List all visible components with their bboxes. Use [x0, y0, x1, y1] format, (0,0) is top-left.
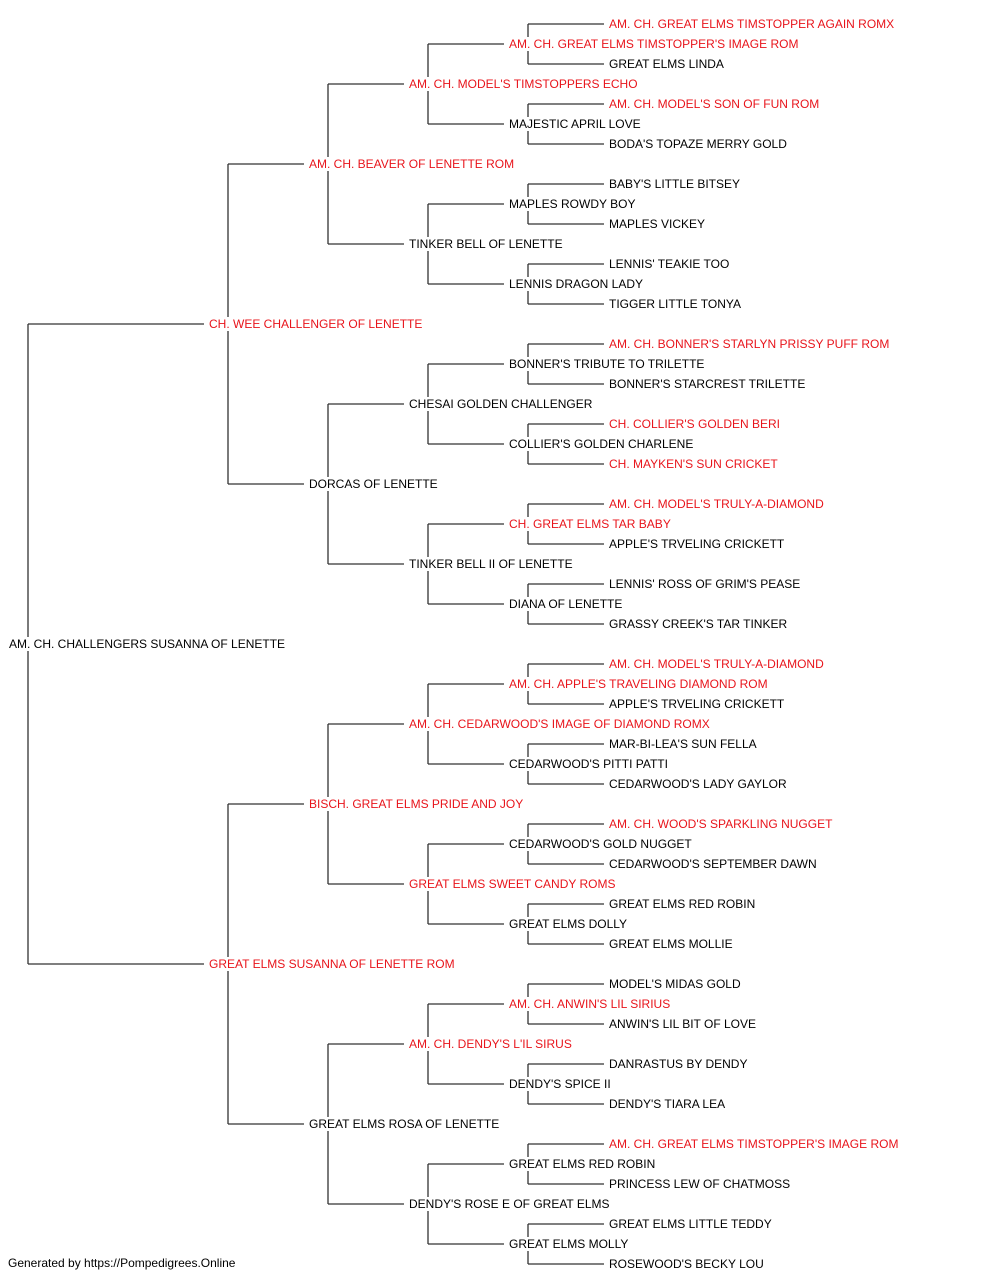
pedigree-sire-gen5: MODEL'S MIDAS GOLD [608, 977, 742, 991]
pedigree-dam-gen4: LENNIS DRAGON LADY [508, 277, 645, 291]
pedigree-sire-gen3: AM. CH. MODEL'S TIMSTOPPERS ECHO [408, 77, 639, 91]
pedigree-dam-gen5: GRASSY CREEK'S TAR TINKER [608, 617, 789, 631]
pedigree-dam-gen4: COLLIER'S GOLDEN CHARLENE [508, 437, 695, 451]
pedigree-dam-gen5: ANWIN'S LIL BIT OF LOVE [608, 1017, 757, 1031]
pedigree-sire-gen5: CH. COLLIER'S GOLDEN BERI [608, 417, 781, 431]
pedigree-dam-gen3: GREAT ELMS SWEET CANDY ROMS [408, 877, 617, 891]
pedigree-dam-gen5: PRINCESS LEW OF CHATMOSS [608, 1177, 792, 1191]
pedigree-sire-gen3: AM. CH. CEDARWOOD'S IMAGE OF DIAMOND ROM… [408, 717, 711, 731]
pedigree-dam-gen3: TINKER BELL OF LENETTE [408, 237, 564, 251]
pedigree-sire-gen3: AM. CH. DENDY'S L'IL SIRUS [408, 1037, 573, 1051]
pedigree-sire-gen5: GREAT ELMS RED ROBIN [608, 897, 757, 911]
pedigree-sire-gen5: LENNIS' TEAKIE TOO [608, 257, 731, 271]
pedigree-sire-gen4: BONNER'S TRIBUTE TO TRILETTE [508, 357, 706, 371]
pedigree-sire-gen4: AM. CH. GREAT ELMS TIMSTOPPER'S IMAGE RO… [508, 37, 800, 51]
pedigree-dam-gen5: DENDY'S TIARA LEA [608, 1097, 727, 1111]
pedigree-sire-gen1: CH. WEE CHALLENGER OF LENETTE [208, 317, 424, 331]
pedigree-sire-gen4: AM. CH. APPLE'S TRAVELING DIAMOND ROM [508, 677, 769, 691]
pedigree-sire-gen5: GREAT ELMS LITTLE TEDDY [608, 1217, 773, 1231]
pedigree-sire-gen3: CHESAI GOLDEN CHALLENGER [408, 397, 594, 411]
pedigree-sire-gen4: AM. CH. ANWIN'S LIL SIRIUS [508, 997, 672, 1011]
pedigree-dam-gen1: GREAT ELMS SUSANNA OF LENETTE ROM [208, 957, 456, 971]
generated-by-footer: Generated by https://Pompedigrees.Online [8, 1256, 236, 1270]
pedigree-dam-gen4: MAJESTIC APRIL LOVE [508, 117, 642, 131]
pedigree-dam-gen4: GREAT ELMS DOLLY [508, 917, 629, 931]
pedigree-dam-gen5: BODA'S TOPAZE MERRY GOLD [608, 137, 788, 151]
pedigree-sire-gen4: MAPLES ROWDY BOY [508, 197, 637, 211]
pedigree-subject: AM. CH. CHALLENGERS SUSANNA OF LENETTE [8, 637, 287, 651]
pedigree-sire-gen2: AM. CH. BEAVER OF LENETTE ROM [308, 157, 516, 171]
pedigree-dam-gen5: APPLE'S TRVELING CRICKETT [608, 697, 786, 711]
pedigree-dam-gen5: GREAT ELMS MOLLIE [608, 937, 734, 951]
pedigree-dam-gen4: DIANA OF LENETTE [508, 597, 624, 611]
pedigree-dam-gen5: TIGGER LITTLE TONYA [608, 297, 743, 311]
pedigree-sire-gen5: MAR-BI-LEA'S SUN FELLA [608, 737, 758, 751]
pedigree-dam-gen5: BONNER'S STARCREST TRILETTE [608, 377, 807, 391]
pedigree-dam-gen5: CH. MAYKEN'S SUN CRICKET [608, 457, 779, 471]
pedigree-dam-gen2: DORCAS OF LENETTE [308, 477, 439, 491]
pedigree-sire-gen5: AM. CH. GREAT ELMS TIMSTOPPER AGAIN ROMX [608, 17, 896, 31]
pedigree-sire-gen5: AM. CH. MODEL'S TRULY-A-DIAMOND [608, 657, 825, 671]
pedigree-dam-gen3: DENDY'S ROSE E OF GREAT ELMS [408, 1197, 611, 1211]
pedigree-dam-gen5: APPLE'S TRVELING CRICKETT [608, 537, 786, 551]
pedigree-dam-gen5: CEDARWOOD'S LADY GAYLOR [608, 777, 788, 791]
pedigree-sire-gen4: CH. GREAT ELMS TAR BABY [508, 517, 672, 531]
pedigree-sire-gen5: AM. CH. WOOD'S SPARKLING NUGGET [608, 817, 834, 831]
pedigree-dam-gen3: TINKER BELL II OF LENETTE [408, 557, 574, 571]
pedigree-sire-gen5: AM. CH. MODEL'S SON OF FUN ROM [608, 97, 821, 111]
pedigree-sire-gen2: BISCH. GREAT ELMS PRIDE AND JOY [308, 797, 525, 811]
pedigree-dam-gen4: CEDARWOOD'S PITTI PATTI [508, 757, 669, 771]
pedigree-sire-gen5: AM. CH. MODEL'S TRULY-A-DIAMOND [608, 497, 825, 511]
pedigree-sire-gen4: CEDARWOOD'S GOLD NUGGET [508, 837, 693, 851]
pedigree-dam-gen5: ROSEWOOD'S BECKY LOU [608, 1257, 765, 1271]
pedigree-dam-gen5: CEDARWOOD'S SEPTEMBER DAWN [608, 857, 818, 871]
pedigree-sire-gen5: AM. CH. BONNER'S STARLYN PRISSY PUFF ROM [608, 337, 891, 351]
pedigree-dam-gen5: GREAT ELMS LINDA [608, 57, 725, 71]
pedigree-sire-gen5: DANRASTUS BY DENDY [608, 1057, 749, 1071]
pedigree-dam-gen2: GREAT ELMS ROSA OF LENETTE [308, 1117, 501, 1131]
pedigree-dam-gen4: DENDY'S SPICE II [508, 1077, 612, 1091]
pedigree-sire-gen5: LENNIS' ROSS OF GRIM'S PEASE [608, 577, 802, 591]
pedigree-sire-gen5: BABY'S LITTLE BITSEY [608, 177, 742, 191]
pedigree-sire-gen5: AM. CH. GREAT ELMS TIMSTOPPER'S IMAGE RO… [608, 1137, 900, 1151]
pedigree-sire-gen4: GREAT ELMS RED ROBIN [508, 1157, 657, 1171]
pedigree-dam-gen5: MAPLES VICKEY [608, 217, 707, 231]
pedigree-dam-gen4: GREAT ELMS MOLLY [508, 1237, 630, 1251]
